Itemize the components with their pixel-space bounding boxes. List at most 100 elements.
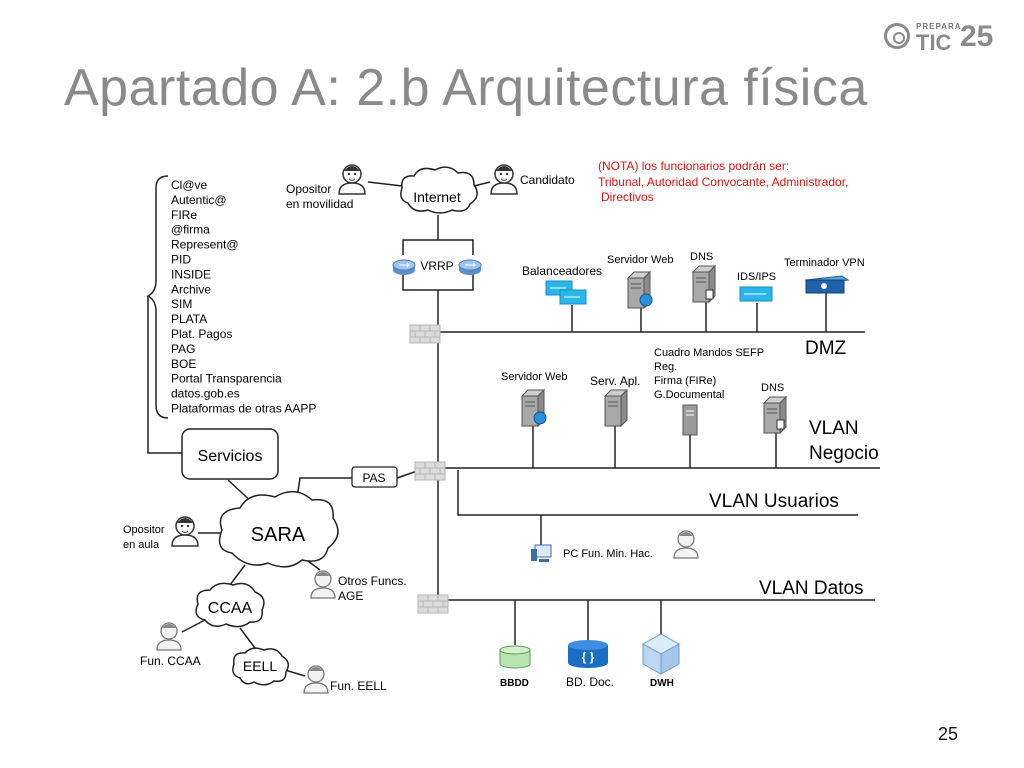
servidor-web-dmz-label: Servidor Web [607, 254, 673, 266]
ids-ips-icon [739, 286, 773, 302]
ids-ips-label: IDS/IPS [737, 271, 776, 283]
service-item: PID [171, 253, 191, 267]
balanceadores-icon [545, 280, 587, 305]
prepara-tic-logo: PREPARA TIC 25 [884, 20, 1004, 58]
service-item: PAG [171, 342, 195, 356]
servicios-label: Servicios [198, 448, 263, 465]
opositor-movilidad-label-1: Opositor [286, 182, 331, 196]
dns-dmz-doc-icon [705, 289, 714, 300]
candidato-icon [490, 164, 518, 195]
bbdd-label: BBDD [500, 678, 529, 689]
logo-tic: TIC [916, 30, 952, 55]
servicios-box: Servicios [181, 428, 279, 480]
fun-ccaa-icon [156, 622, 182, 651]
dns-neg-doc-icon [776, 419, 785, 430]
service-item: SIM [171, 297, 192, 311]
opositor-movilidad-icon [338, 164, 366, 195]
balanceadores-label: Balanceadores [522, 264, 602, 278]
sara-cloud: SARA [218, 491, 339, 568]
note-line2: Tribunal, Autoridad Convocante, Administ… [598, 175, 848, 189]
fun-eell-label: Fun. EELL [330, 679, 387, 693]
pc-icon [531, 544, 552, 562]
ccaa-cloud: CCAA [195, 582, 265, 628]
globe-neg-icon [533, 411, 547, 425]
service-item: @firma [171, 223, 210, 237]
logo-prepara: PREPARA [916, 22, 962, 31]
bd-doc-icon: { } [568, 640, 608, 668]
service-item: Cl@ve [171, 178, 208, 192]
service-item: Archive [171, 282, 211, 296]
pc-fun-label: PC Fun. Min. Hac. [563, 548, 653, 560]
service-item: Autentic@ [171, 193, 227, 207]
otros-funcs-icon [310, 570, 336, 599]
pc-user-icon [673, 530, 699, 559]
opositor-movilidad-label-2: en movilidad [286, 197, 353, 211]
service-item: FIRe [171, 208, 197, 222]
pas-box: PAS [351, 466, 398, 488]
router-right-icon [458, 259, 482, 276]
note-line3: Directivos [601, 190, 654, 204]
vrrp-label: VRRP [420, 259, 453, 273]
servidor-web-neg-label: Servidor Web [501, 371, 567, 383]
network-links [146, 175, 880, 677]
vlan-negocio-label-2: Negocio [809, 443, 879, 464]
service-item: Plataformas de otras AAPP [171, 402, 316, 416]
eell-label: EELL [243, 658, 277, 674]
service-item: datos.gob.es [171, 387, 240, 401]
dns-dmz-label: DNS [690, 251, 713, 263]
vlan-usuarios-label: VLAN Usuarios [709, 491, 839, 512]
service-item: Portal Transparencia [171, 372, 282, 386]
pas-label: PAS [362, 471, 385, 485]
service-item: Represent@ [171, 238, 239, 252]
logo-ring-icon [884, 23, 910, 49]
bbdd-icon [499, 645, 531, 669]
fun-ccaa-label: Fun. CCAA [140, 654, 201, 668]
cuadro-line4: G.Documental [654, 389, 724, 401]
eell-cloud: EELL [232, 647, 289, 686]
router-left-icon [392, 259, 416, 276]
dwh-label: DWH [650, 678, 674, 689]
title-prefix: Apartado A [64, 59, 327, 117]
firewall-datos-icon [417, 594, 449, 614]
firewall-dmz-icon [409, 324, 441, 344]
slide-title: Apartado A: 2.b Arquitectura física [64, 58, 868, 118]
fun-eell-icon [303, 665, 329, 694]
terminador-vpn-icon [804, 275, 850, 294]
ccaa-label: CCAA [208, 600, 253, 617]
vlan-negocio-label-1: VLAN [809, 418, 859, 439]
note-block: (NOTA) los funcionarios podrán ser: Trib… [598, 159, 848, 204]
firewall-negocio-icon [414, 461, 446, 481]
tower-server-icon [682, 404, 698, 436]
serv-apl-label: Serv. Apl. [590, 374, 640, 388]
cuadro-line3: Firma (FIRe) [654, 375, 716, 387]
dwh-cube-icon [641, 633, 681, 675]
internet-cloud: Internet [400, 166, 478, 214]
candidato-label: Candidato [520, 173, 575, 187]
internet-label: Internet [413, 189, 461, 205]
sara-label: SARA [251, 524, 306, 546]
cuadro-line2: Reg. [654, 361, 677, 373]
opositor-aula-label-1: Opositor [123, 524, 165, 536]
logo-num: 25 [960, 20, 994, 53]
page-number: 25 [938, 724, 959, 744]
cuadro-line1: Cuadro Mandos SEFP [654, 347, 764, 359]
service-item: BOE [171, 357, 196, 371]
dmz-label: DMZ [805, 338, 847, 359]
title-colon: : [326, 59, 342, 117]
globe-dmz-icon [639, 293, 653, 307]
vlan-datos-label: VLAN Datos [759, 578, 864, 599]
serv-apl-icon [604, 389, 628, 427]
service-item: PLATA [171, 312, 207, 326]
otros-funcs-label-1: Otros Funcs. [338, 574, 407, 588]
terminador-vpn-label: Terminador VPN [784, 257, 865, 269]
service-item: Plat. Pagos [171, 327, 232, 341]
otros-funcs-label-2: AGE [338, 589, 363, 603]
svg-text:{ }: { } [582, 650, 595, 664]
opositor-aula-label-2: en aula [123, 539, 160, 551]
opositor-aula-icon [171, 516, 199, 547]
service-item: INSIDE [171, 267, 211, 281]
dns-neg-label: DNS [761, 382, 784, 394]
title-main: 2.b Arquitectura física [356, 59, 868, 117]
bd-doc-label: BD. Doc. [566, 675, 614, 689]
